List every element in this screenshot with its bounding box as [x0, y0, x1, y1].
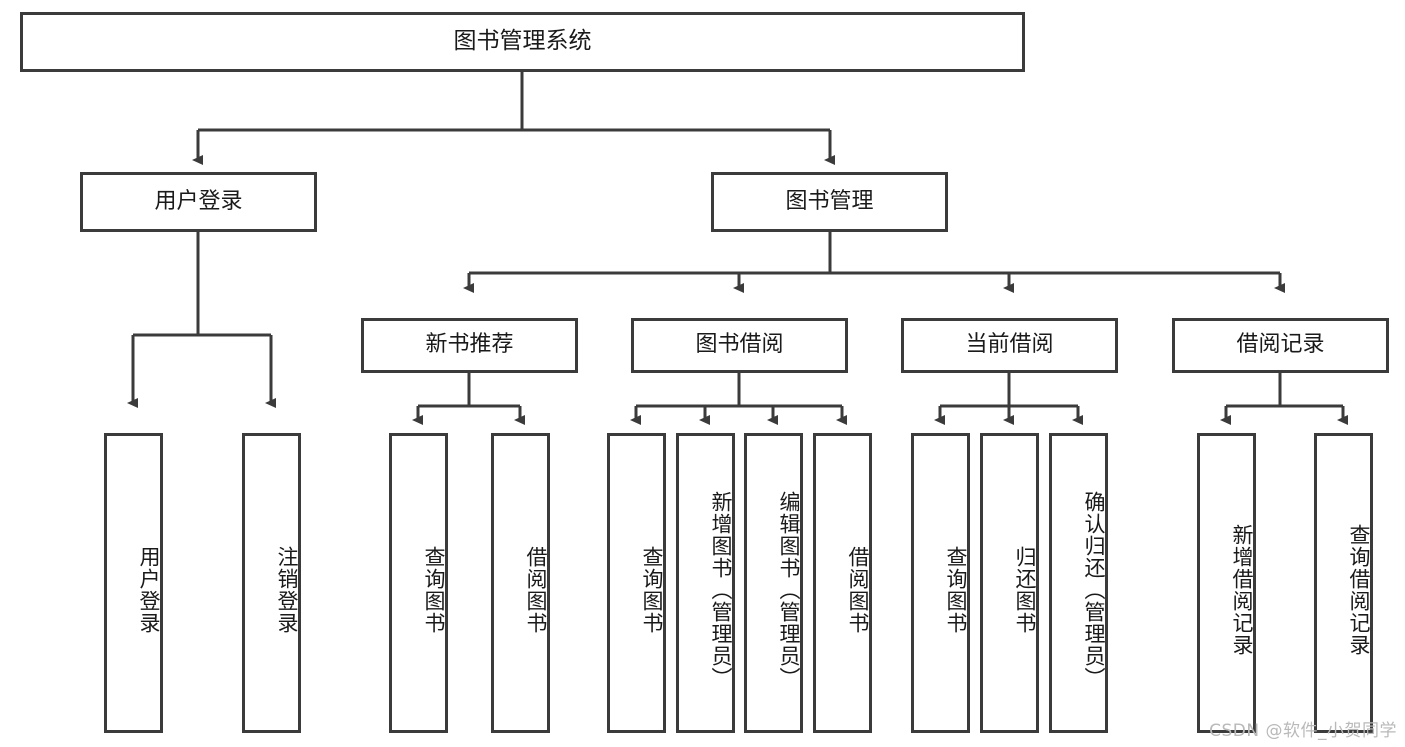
node-label: 图书借阅: [695, 332, 784, 358]
node-label: 当前借阅: [965, 332, 1054, 358]
leaf-recommend-query-book[interactable]: 查询图书: [389, 433, 448, 733]
node-label: 编辑图书（管理员）: [777, 491, 801, 689]
leaf-current-confirm-return[interactable]: 确认归还（管理员）: [1049, 433, 1108, 733]
node-label: 查询图书: [640, 546, 664, 634]
node-label: 图书管理系统: [453, 28, 592, 55]
leaf-recommend-borrow-book[interactable]: 借阅图书: [491, 433, 550, 733]
node-label: 新增图书（管理员）: [709, 491, 733, 689]
leaf-borrow-edit-book[interactable]: 编辑图书（管理员）: [744, 433, 803, 733]
node-label: 用户登录: [154, 188, 243, 214]
node-label: 借阅图书: [846, 546, 870, 634]
node-root-system[interactable]: 图书管理系统: [20, 12, 1025, 72]
leaf-record-add-record[interactable]: 新增借阅记录: [1197, 433, 1256, 733]
node-label: 图书管理: [785, 188, 874, 214]
leaf-current-query-book[interactable]: 查询图书: [911, 433, 970, 733]
node-label: 归还图书: [1013, 546, 1037, 634]
node-label: 新增借阅记录: [1230, 524, 1254, 656]
node-label: 新书推荐: [425, 332, 514, 358]
leaf-borrow-query-book[interactable]: 查询图书: [607, 433, 666, 733]
node-label: 用户登录: [137, 546, 161, 634]
node-label: 确认归还（管理员）: [1082, 491, 1106, 689]
node-book-management[interactable]: 图书管理: [711, 172, 948, 232]
leaf-current-return-book[interactable]: 归还图书: [980, 433, 1039, 733]
node-label: 查询借阅记录: [1347, 524, 1371, 656]
node-borrow-record[interactable]: 借阅记录: [1172, 318, 1389, 373]
node-label: 借阅图书: [524, 546, 548, 634]
node-book-borrow[interactable]: 图书借阅: [631, 318, 848, 373]
node-label: 借阅记录: [1236, 332, 1325, 358]
leaf-user-login-logout[interactable]: 注销登录: [242, 433, 301, 733]
node-label: 查询图书: [944, 546, 968, 634]
node-label: 查询图书: [422, 546, 446, 634]
node-label: 注销登录: [275, 546, 299, 634]
node-user-login[interactable]: 用户登录: [80, 172, 317, 232]
leaf-borrow-add-book[interactable]: 新增图书（管理员）: [676, 433, 735, 733]
node-new-book-recommend[interactable]: 新书推荐: [361, 318, 578, 373]
node-current-borrow[interactable]: 当前借阅: [901, 318, 1118, 373]
csdn-watermark: CSDN @软件_小贺同学: [1209, 721, 1397, 741]
leaf-user-login-login[interactable]: 用户登录: [104, 433, 163, 733]
leaf-record-query-record[interactable]: 查询借阅记录: [1314, 433, 1373, 733]
leaf-borrow-borrow-book[interactable]: 借阅图书: [813, 433, 872, 733]
